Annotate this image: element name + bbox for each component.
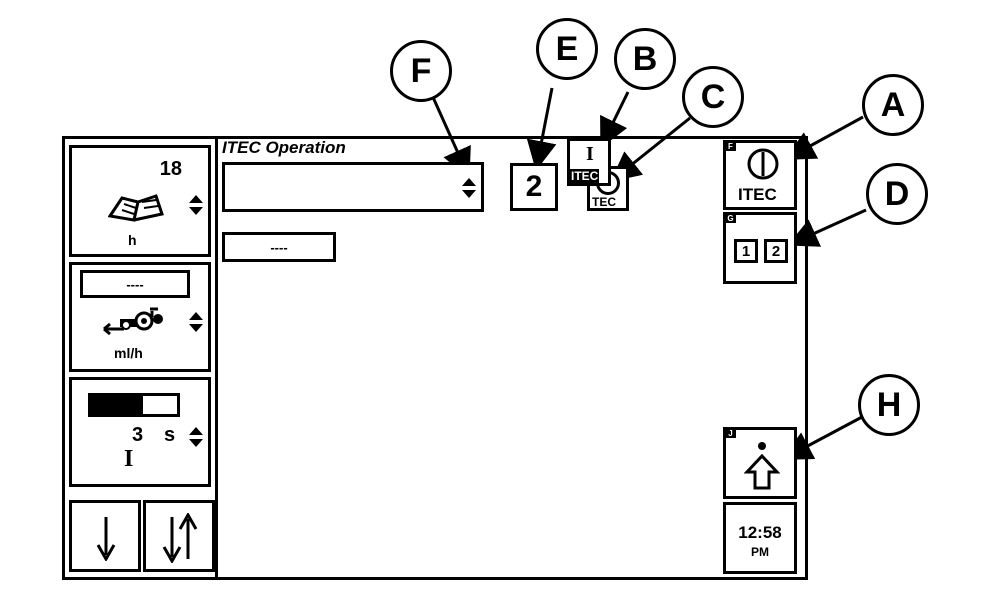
left-divider: [215, 138, 218, 578]
itec-power-button[interactable]: F ITEC: [723, 140, 797, 210]
clock-ampm: PM: [751, 545, 769, 559]
sequence-option-1-label: 1: [741, 242, 751, 260]
sequence-option-2-label: 2: [771, 242, 781, 260]
callout-a: A: [862, 74, 924, 136]
sequence-field[interactable]: ----: [222, 232, 336, 262]
arrow-down-icon: [96, 517, 116, 561]
clock: 12:58 PM: [723, 502, 797, 574]
leader-f: [430, 94, 471, 179]
clock-time: 12:58: [738, 523, 782, 542]
scroll-up-down-button[interactable]: [143, 500, 215, 572]
hours-updown-icon[interactable]: [188, 194, 204, 216]
hours-unit: h: [128, 232, 137, 248]
hours-value: 18: [159, 158, 182, 180]
power-icon: [747, 148, 779, 180]
arrows-down-up-icon: [162, 513, 198, 563]
leader-a: [784, 115, 864, 160]
itec-on-indicator: I ITEC: [567, 138, 611, 186]
callout-d: D: [866, 163, 928, 225]
flow-value-text: ----: [126, 276, 144, 292]
timer-value: 3: [132, 424, 144, 446]
flow-value: ----: [80, 270, 190, 298]
callout-c: C: [682, 66, 744, 128]
softkey-j-tab: J: [725, 429, 736, 438]
flow-unit: ml/h: [114, 345, 143, 361]
sequence-option-1[interactable]: 1: [734, 239, 758, 263]
itec-on-symbol: I: [586, 143, 594, 165]
step-indicator: 2: [510, 163, 558, 211]
sequence-select-button[interactable]: G 1 2: [723, 212, 797, 284]
timer-progress-fill: [91, 396, 143, 414]
shift-up-arrow-icon: [744, 442, 780, 490]
display-frame: [62, 136, 808, 580]
timer-pane[interactable]: 3 s I: [69, 377, 211, 487]
itec-button-label: ITEC: [738, 185, 777, 204]
itec-on-label: ITEC: [570, 169, 600, 183]
callout-e: E: [536, 18, 598, 80]
flow-updown-icon[interactable]: [188, 311, 204, 333]
sequence-option-2[interactable]: 2: [764, 239, 788, 263]
timer-updown-icon[interactable]: [188, 426, 204, 448]
page-title: ITEC Operation: [222, 138, 346, 157]
dropdown-updown-icon: [462, 178, 476, 198]
callout-b: B: [614, 28, 676, 90]
sequence-dropdown[interactable]: [222, 162, 484, 212]
leader-e: [526, 87, 557, 171]
itec-off-label: TEC: [592, 195, 616, 209]
book-icon: [108, 194, 164, 222]
shift-button[interactable]: J: [723, 427, 797, 499]
callout-h: H: [858, 374, 920, 436]
timer-progress-bar: [88, 393, 180, 417]
hours-pane[interactable]: 18 h: [69, 145, 211, 257]
timer-unit: s: [164, 424, 176, 446]
leader-h: [781, 415, 863, 460]
sequence-field-value: ----: [270, 239, 288, 255]
softkey-f-tab: F: [725, 142, 736, 151]
softkey-g-tab: G: [725, 214, 736, 223]
step-indicator-value: 2: [525, 170, 543, 203]
scroll-down-button[interactable]: [69, 500, 141, 572]
leader-b: [600, 91, 630, 149]
fuel-tractor-icon: [103, 307, 163, 335]
itec-on-icon: I: [124, 446, 134, 472]
callout-f: F: [390, 40, 452, 102]
flow-pane[interactable]: ---- ml/h: [69, 262, 211, 372]
